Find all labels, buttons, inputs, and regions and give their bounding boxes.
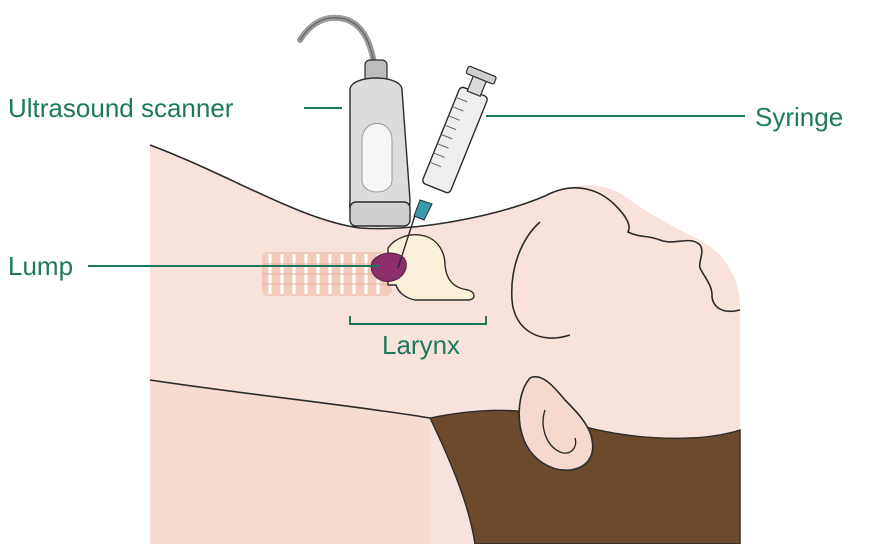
trachea-rings-icon (262, 252, 392, 296)
lump-label: Lump (8, 251, 73, 281)
ultrasound-probe-icon (300, 18, 410, 226)
larynx-label: Larynx (382, 330, 460, 360)
ultrasound-scanner-label: Ultrasound scanner (8, 93, 234, 123)
syringe-label: Syringe (755, 102, 843, 132)
